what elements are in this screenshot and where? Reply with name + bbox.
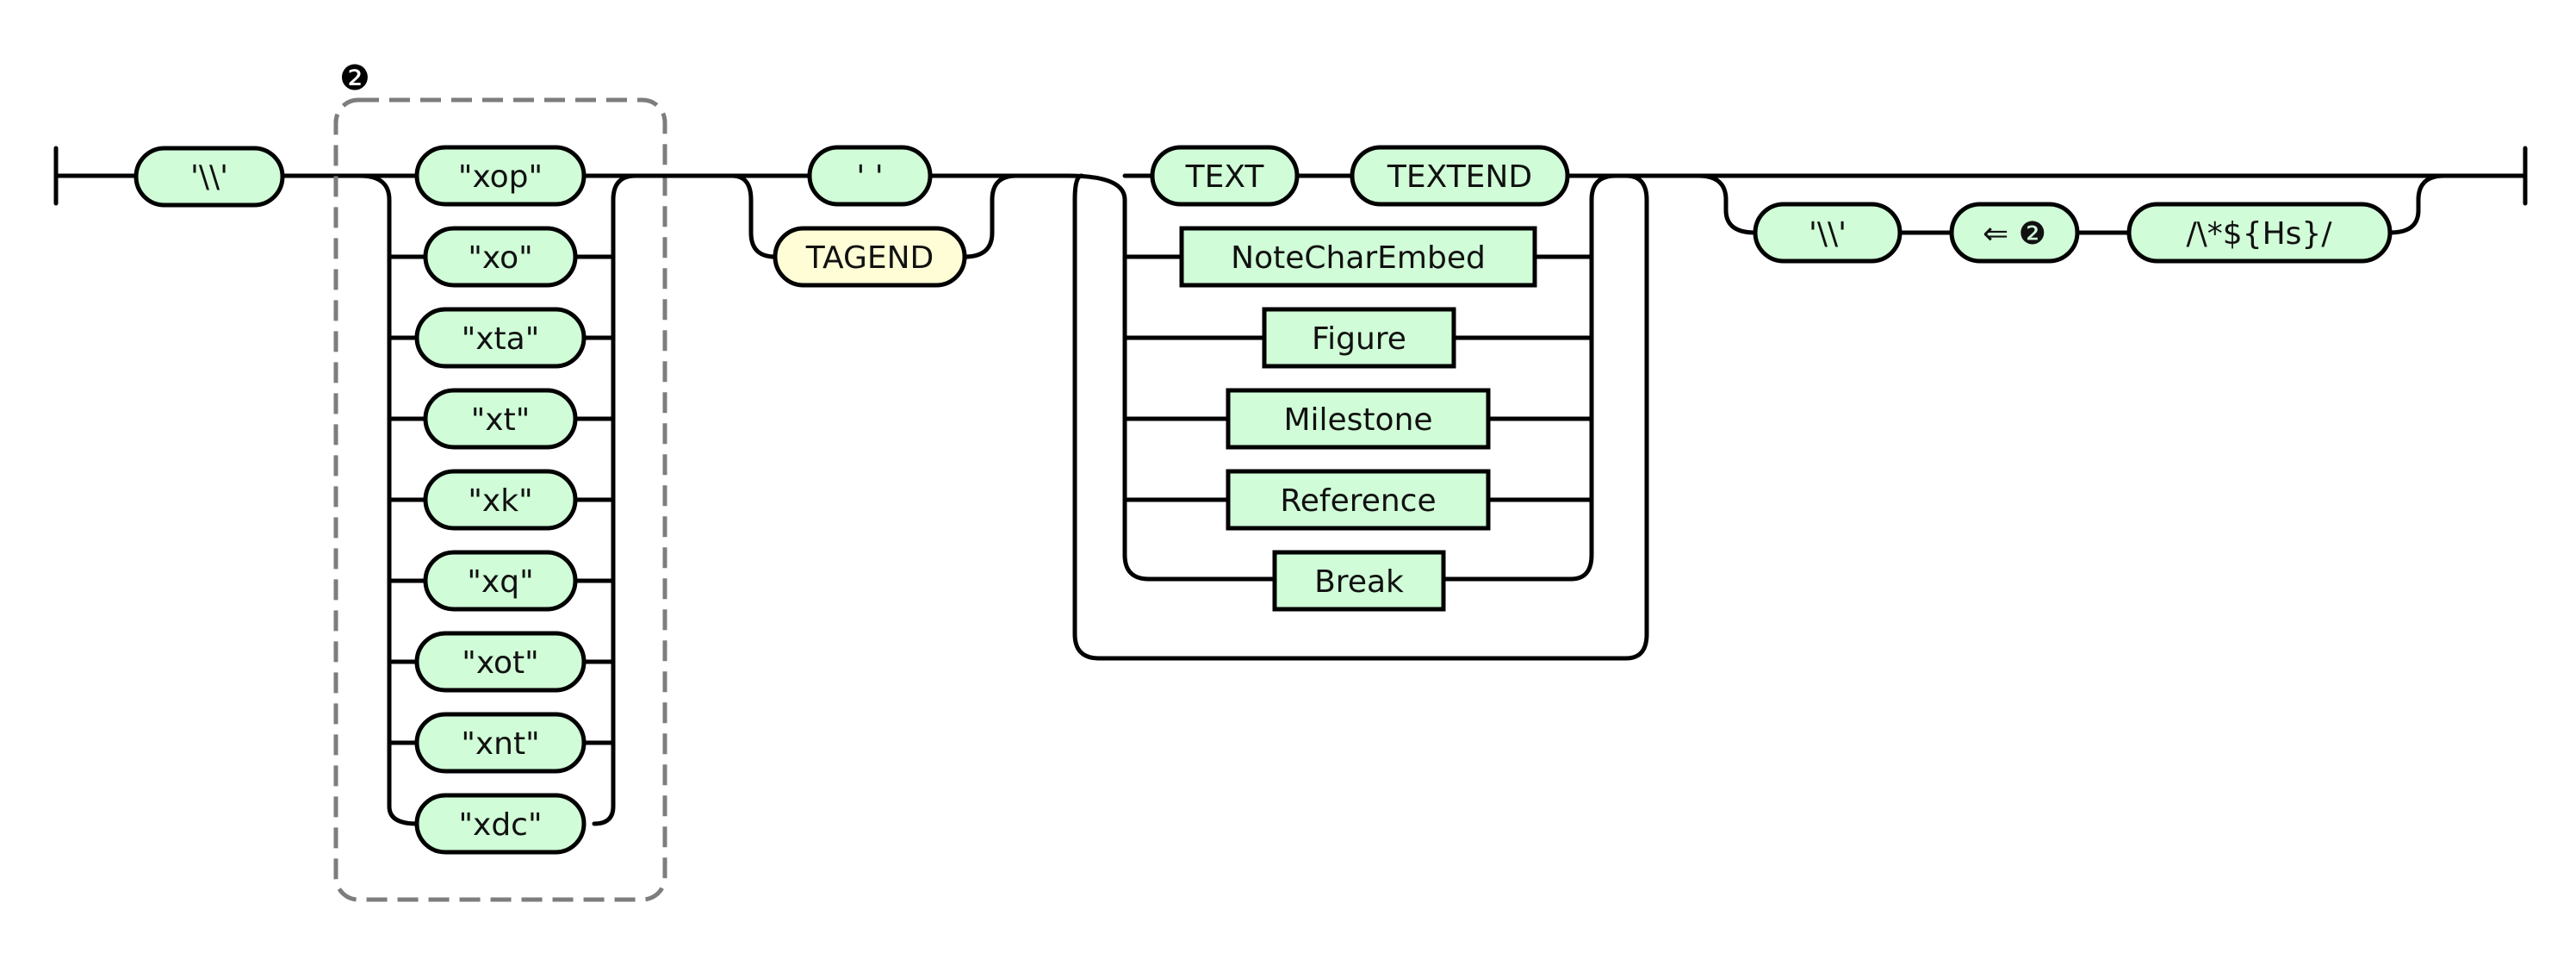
- terminal-xnt[interactable]: [414, 712, 587, 774]
- backreference-group-2-label: ⇐ ❷: [1983, 216, 2046, 252]
- nonterminal-reference[interactable]: [1226, 469, 1491, 531]
- terminal-xdc[interactable]: [414, 793, 587, 855]
- choice-group-rail-right: [592, 173, 638, 826]
- choice-group-box: [333, 97, 667, 902]
- terminal-xop-label: "xop": [458, 159, 543, 195]
- terminal-xot-label: "xot": [462, 645, 538, 681]
- terminal-regex-hs[interactable]: [2126, 202, 2393, 264]
- choice-group-items: "xop" "xo" "xta" "xt" "xk" "xq" "xot" "x…: [414, 145, 587, 855]
- terminal-textend[interactable]: [1350, 145, 1570, 207]
- terminal-text-label: TEXT: [1185, 159, 1265, 195]
- nonterminal-figure[interactable]: [1262, 307, 1456, 369]
- terminal-xt-label: "xt": [471, 402, 531, 438]
- nonterminal-notecharembed-label: NoteCharEmbed: [1231, 240, 1486, 276]
- content-branches: [1122, 173, 1594, 502]
- nonterminal-milestone[interactable]: [1226, 388, 1491, 450]
- terminal-xk[interactable]: [423, 469, 578, 531]
- terminal-tagend[interactable]: [773, 226, 967, 288]
- terminal-backslash-closing[interactable]: [1753, 202, 1903, 264]
- terminal-backslash-closing-label: '\\': [1809, 216, 1847, 252]
- terminal-backslash-prefix-label: '\\': [190, 159, 228, 195]
- terminal-space-label: ' ': [856, 159, 883, 195]
- choice-group-rail-left: [357, 173, 419, 826]
- terminal-xop[interactable]: [414, 145, 587, 207]
- terminal-xo-label: "xo": [468, 240, 532, 276]
- terminal-xta[interactable]: [414, 307, 587, 369]
- terminal-tagend-label: TAGEND: [805, 240, 934, 276]
- terminal-xot[interactable]: [414, 631, 587, 693]
- content-loop-outer: [1072, 173, 1649, 661]
- separator-rails: [633, 173, 1071, 259]
- terminal-xk-label: "xk": [468, 483, 532, 519]
- terminal-xo[interactable]: [423, 226, 578, 288]
- group-number-marker: ❷: [339, 59, 370, 98]
- terminal-xdc-label: "xdc": [458, 807, 542, 843]
- terminal-xta-label: "xta": [462, 321, 540, 357]
- terminal-xt[interactable]: [423, 388, 578, 450]
- nonterminal-break[interactable]: [1272, 550, 1446, 612]
- terminal-textend-label: TEXTEND: [1387, 159, 1532, 195]
- terminal-backslash-prefix[interactable]: [133, 146, 285, 208]
- backreference-group-2[interactable]: [1949, 202, 2080, 264]
- terminal-xq[interactable]: [423, 550, 578, 612]
- nonterminal-milestone-label: Milestone: [1283, 402, 1432, 438]
- terminal-xq-label: "xq": [467, 564, 533, 600]
- closing-optional-rails: [1696, 173, 2447, 235]
- terminal-text[interactable]: [1150, 145, 1300, 207]
- content-loop-inner-right: [1441, 173, 1618, 582]
- nonterminal-reference-label: Reference: [1280, 483, 1436, 519]
- nonterminal-notecharembed[interactable]: [1179, 226, 1537, 288]
- choice-group-branches: [357, 173, 638, 745]
- nonterminal-break-label: Break: [1314, 564, 1404, 600]
- terminal-regex-hs-label: /\*${Hs}/: [2187, 216, 2333, 252]
- nonterminal-figure-label: Figure: [1312, 321, 1406, 357]
- content-loop-inner-left: [1065, 173, 1277, 582]
- terminal-xnt-label: "xnt": [461, 726, 539, 762]
- terminal-space[interactable]: [807, 145, 933, 207]
